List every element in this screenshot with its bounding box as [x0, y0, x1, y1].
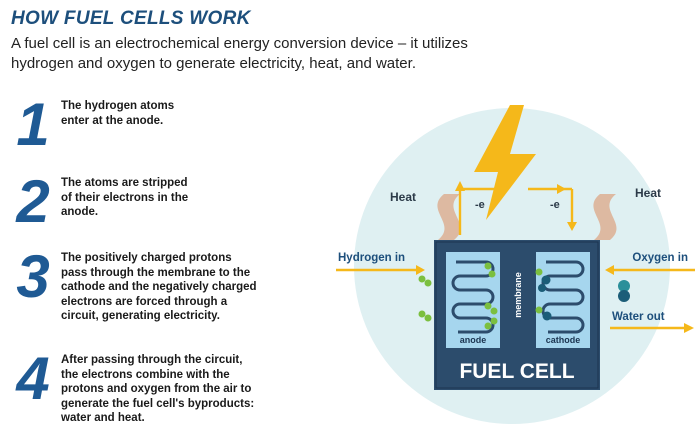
water-out-arrow-icon — [684, 323, 694, 333]
step-4-line-1: After passing through the circuit, — [61, 354, 243, 366]
electron-label-left: -e — [475, 199, 485, 211]
intro-line-2: hydrogen and oxygen to generate electric… — [11, 55, 416, 72]
step-3-line-2: pass through the membrane to the — [61, 266, 251, 279]
intro-line-1: A fuel cell is an electrochemical energy… — [11, 35, 468, 52]
step-4-line-2: the electrons combine with the — [61, 368, 230, 381]
cathode-channel — [541, 260, 585, 334]
oxygen-atoms — [538, 275, 552, 321]
anode-channel — [451, 260, 495, 334]
step-3-line-4: electrons are forced through a — [61, 295, 228, 308]
step-4-number: 4 — [16, 345, 50, 412]
step-2-line-3: anode. — [61, 206, 99, 218]
cathode-label: cathode — [546, 335, 581, 345]
hydrogen-in-arrow-icon — [416, 265, 425, 275]
arrow-up-icon — [455, 181, 465, 191]
heat-wave-left — [437, 194, 461, 240]
fuel-cell-frame — [435, 241, 599, 389]
arrow-right-icon — [557, 184, 566, 194]
step-4-text: After passing through the circuit, the e… — [61, 353, 301, 426]
step-3-line-1: The positively charged protons — [61, 252, 232, 264]
step-1-line-2: enter at the anode. — [61, 114, 164, 127]
step-3-text: The positively charged protons pass thro… — [61, 251, 301, 324]
arrow-down-icon — [567, 222, 577, 231]
step-3-line-5: circuit, generating electricity. — [61, 310, 220, 322]
oxygen-in-label: Oxygen in — [632, 252, 688, 264]
hydrogen-atoms — [418, 262, 543, 330]
step-1-number: 1 — [16, 91, 50, 158]
step-1-text: The hydrogen atoms enter at the anode. — [61, 99, 301, 128]
water-out-label: Water out — [612, 311, 665, 323]
step-1-line-1: The hydrogen atoms — [61, 100, 175, 112]
water-molecule — [618, 280, 630, 302]
step-3-line-3: cathode and the negatively charged — [61, 281, 257, 293]
step-2-number: 2 — [16, 168, 50, 235]
arrow-right-icon — [497, 184, 506, 194]
step-4-line-4: generate the fuel cell's byproducts: — [61, 397, 255, 410]
heat-label-right: Heat — [635, 186, 661, 200]
fuel-cell-label: FUEL CELL — [459, 360, 574, 383]
oxygen-in-arrow-icon — [605, 265, 614, 275]
step-4-line-5: water and heat. — [61, 412, 145, 424]
step-2-line-1: The atoms are stripped — [61, 177, 188, 189]
heat-label-left: Heat — [390, 190, 416, 204]
step-3-number: 3 — [16, 243, 50, 310]
hydrogen-in-label: Hydrogen in — [338, 252, 405, 264]
anode-label: anode — [460, 335, 487, 345]
step-2-text: The atoms are stripped of their electron… — [61, 176, 301, 220]
membrane-label: membrane — [513, 272, 523, 318]
step-4-line-3: protons and oxygen from the air to — [61, 383, 252, 395]
heat-wave-right — [593, 194, 617, 240]
intro-text: A fuel cell is an electrochemical energy… — [11, 34, 571, 74]
electron-label-right: -e — [550, 199, 560, 211]
page-title: HOW FUEL CELLS WORK — [11, 8, 251, 29]
lightning-bolt-icon — [474, 105, 536, 220]
fuel-cell-diagram: Heat Heat -e -e anode cathode membrane F… — [336, 105, 695, 424]
step-2-line-2: of their electrons in the — [61, 191, 189, 204]
